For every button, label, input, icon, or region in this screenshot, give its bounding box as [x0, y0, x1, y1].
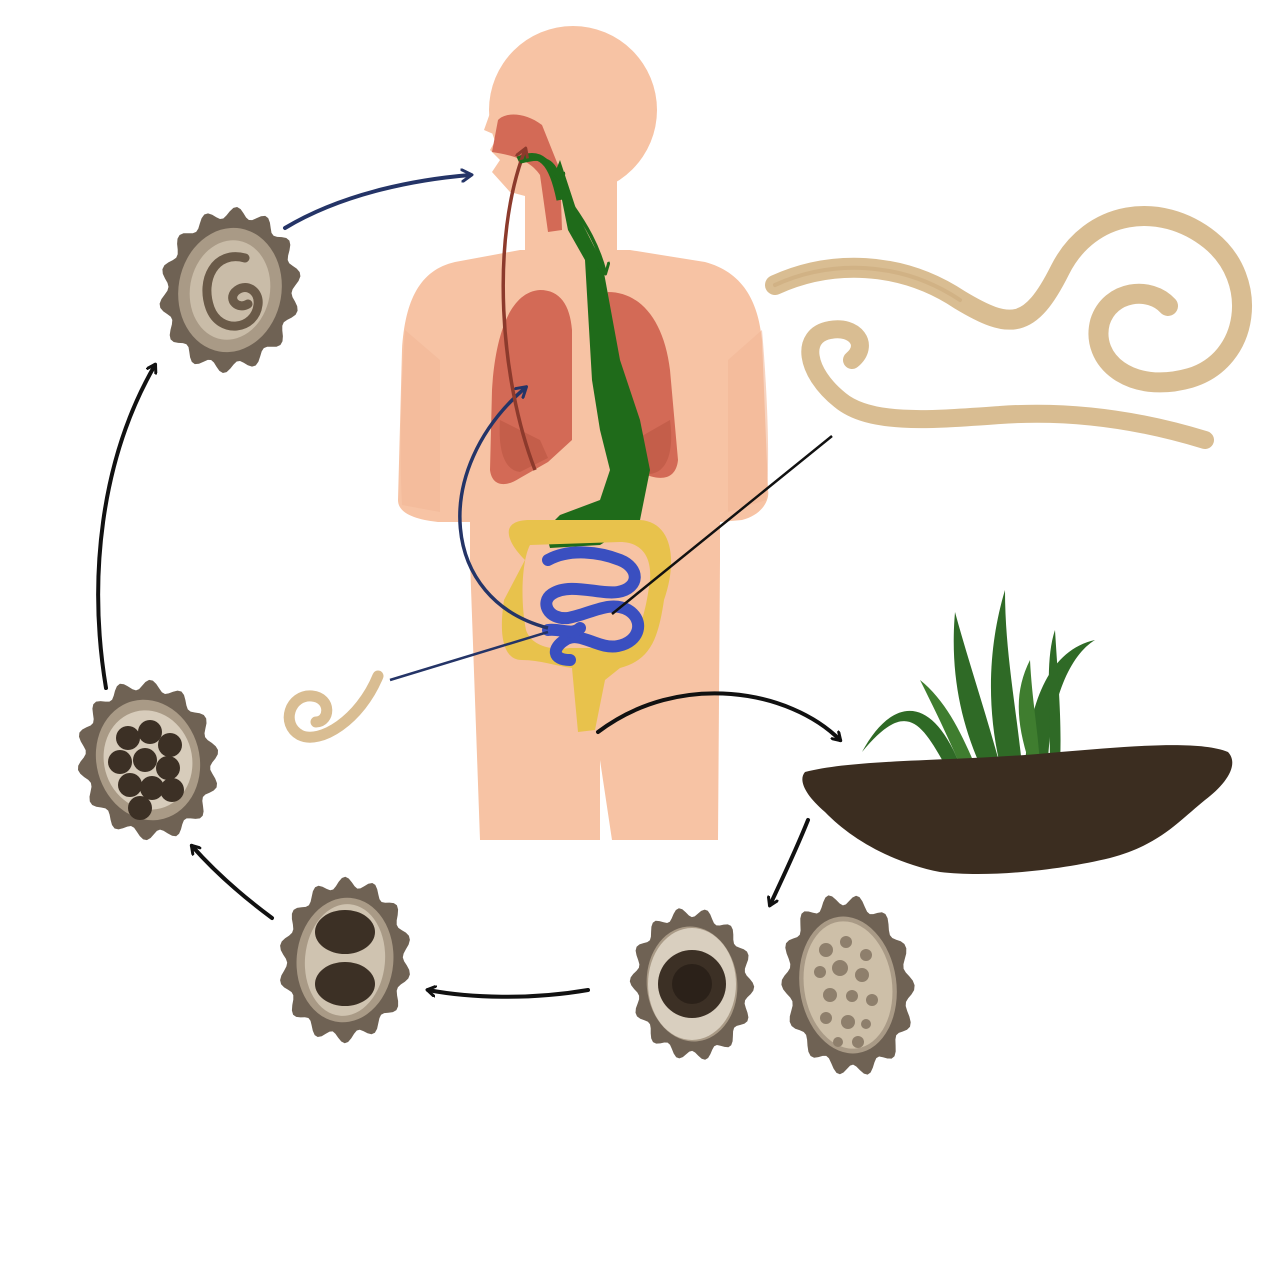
cycle-arrows: [96, 175, 840, 999]
arrow-icon: [596, 691, 840, 740]
arrow-icon: [770, 818, 810, 905]
soil-icon: [802, 745, 1233, 875]
pointer-line-adult: [611, 435, 833, 615]
arrow-icon: [192, 846, 274, 920]
arrow-icon: [501, 150, 537, 471]
arrow-icon: [96, 365, 155, 690]
egg-icon: [280, 876, 410, 1044]
grass-icon: [862, 590, 1095, 765]
egg-icon: [629, 908, 755, 1060]
lungs-icon: [490, 290, 678, 485]
intestine-icon: [540, 546, 645, 666]
arrow-icon: [428, 990, 590, 999]
arrow-icon: [458, 388, 549, 630]
arrow-icon: [519, 157, 560, 182]
arrow-icon: [283, 175, 470, 230]
egg-icon: [78, 679, 218, 841]
egg-icon: [781, 895, 915, 1075]
roundworm-icon: [765, 206, 1252, 449]
colon: [501, 520, 672, 732]
arrow-icon: [570, 203, 605, 272]
mouth-cavity: [492, 114, 562, 232]
larva-icon: [283, 670, 384, 743]
pointer-line-larva: [389, 630, 549, 682]
egg-icon: [159, 207, 301, 373]
